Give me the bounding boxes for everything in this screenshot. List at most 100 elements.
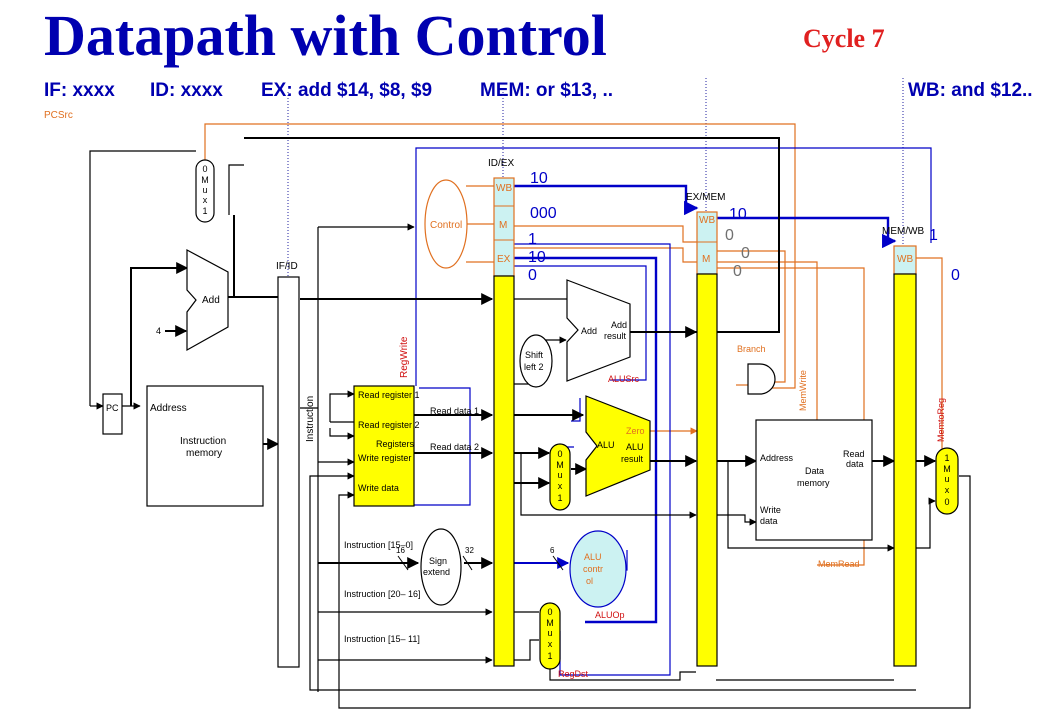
memtoreg-label: MemtoReg	[936, 398, 946, 442]
cycle-label: Cycle 7	[803, 24, 885, 53]
memread-wire	[716, 267, 865, 566]
control-unit	[424, 179, 468, 269]
control-wires	[204, 123, 943, 566]
read-data-2-label: Read data 2	[430, 442, 479, 452]
four-label: 4	[156, 326, 161, 336]
svg-text:1: 1	[202, 206, 207, 216]
alusrc-mux-letters: 0 M u x 1	[556, 449, 564, 503]
pcsrc-wire	[204, 123, 796, 389]
control-label: Control	[430, 220, 462, 231]
zero-label: Zero	[626, 426, 645, 436]
read-register-1-label: Read register 1	[358, 390, 420, 400]
exmem-m-value-c: 0	[733, 263, 742, 280]
memwb-wb-value: 1	[929, 227, 938, 244]
mem-read-data-label-a: Read	[843, 449, 865, 459]
svg-text:x: x	[203, 195, 208, 205]
datapath-wires	[89, 137, 971, 709]
pcsrc-label: PCSrc	[44, 110, 73, 121]
blue-wires	[414, 147, 932, 676]
registers-label: Registers	[376, 439, 415, 449]
alusrc-wire	[514, 265, 647, 381]
memwrite-label: MemWrite	[798, 370, 808, 411]
pc-box	[102, 393, 123, 435]
mem-write-data-label-b: data	[760, 516, 778, 526]
instr-15-11-label: Instruction [15– 11]	[344, 634, 420, 644]
sign-extend	[420, 528, 462, 606]
alu-result-label-b: result	[621, 454, 644, 464]
register-file	[353, 385, 415, 507]
memwb-label: MEM/WB	[882, 226, 925, 237]
sign-extend-label-b: extend	[423, 567, 450, 577]
pc-mux-letters: 0 M u x 1	[201, 164, 209, 216]
instruction-memory-label-2: memory	[186, 448, 222, 459]
exmem-branch-wire	[716, 250, 786, 383]
alusrc-mux	[549, 443, 571, 511]
memtoreg-mux-letters: 1 M u x 0	[943, 453, 951, 507]
regdst-mux-letters: 0 M u x 1	[546, 607, 554, 661]
alu-control-label-a: ALU	[584, 552, 602, 562]
svg-text:u: u	[944, 474, 949, 484]
stage-if: IF: xxxx	[44, 80, 115, 101]
sign-extend-label-a: Sign	[429, 556, 447, 566]
stage-markers	[287, 78, 904, 288]
memwb-register	[893, 273, 917, 667]
svg-text:M: M	[556, 460, 564, 470]
pc-adder-label: Add	[202, 295, 220, 306]
mem-write-data-label-a: Write	[760, 505, 781, 515]
exmem-label: EX/MEM	[686, 192, 725, 203]
pipeline-registers	[277, 177, 917, 668]
svg-text:1: 1	[547, 651, 552, 661]
stage-ex: EX: add $14, $8, $9	[261, 80, 433, 101]
regdst-label: RegDst	[558, 669, 589, 679]
alu-control	[569, 530, 627, 608]
instruction-vertical-label: Instruction	[305, 396, 316, 442]
memwrite-wire	[716, 261, 818, 420]
branch-adder-label: Add	[581, 326, 597, 336]
exmem-m-label: M	[702, 254, 710, 265]
memwb-wb-label: WB	[897, 254, 913, 265]
data-memory-address-label: Address	[760, 453, 794, 463]
svg-text:1: 1	[944, 453, 949, 463]
shift-left-2-label-b: left 2	[524, 362, 544, 372]
alu-label: ALU	[597, 440, 615, 450]
exmem-register	[696, 273, 718, 667]
svg-text:M: M	[943, 464, 951, 474]
ifid-register	[277, 276, 300, 668]
add-result-label-a: Add	[611, 320, 627, 330]
idex-ex-value-b: 10	[528, 249, 546, 266]
instr-20-16-label: Instruction [20– 16]	[344, 589, 421, 599]
svg-text:M: M	[201, 175, 209, 185]
branch-label: Branch	[737, 344, 766, 354]
memtoreg-wire	[916, 257, 943, 458]
svg-text:0: 0	[547, 607, 552, 617]
svg-text:0: 0	[944, 497, 949, 507]
idex-ex-value-a: 1	[528, 231, 537, 248]
idex-ex-value-c: 0	[528, 267, 537, 284]
memwb-out-value: 0	[951, 267, 960, 284]
six-label: 6	[550, 546, 555, 555]
aluop-wire	[514, 256, 658, 624]
svg-text:u: u	[547, 628, 552, 638]
read-data-1-label: Read data 1	[430, 406, 479, 416]
pc-label: PC	[106, 403, 119, 413]
page-title: Datapath with Control	[44, 3, 607, 68]
svg-text:x: x	[945, 485, 950, 495]
components	[102, 159, 959, 670]
idex-wb-label: WB	[496, 183, 512, 194]
instr-15-0-label: Instruction [15–0]	[344, 540, 413, 550]
svg-text:0: 0	[557, 449, 562, 459]
svg-text:1: 1	[557, 493, 562, 503]
alu-result-label-a: ALU	[626, 442, 644, 452]
instruction-memory	[146, 385, 264, 507]
svg-text:M: M	[546, 618, 554, 628]
sixteen-label: 16	[396, 546, 405, 555]
alu-control-label-b: contr	[583, 564, 603, 574]
exmem-wb-label: WB	[699, 215, 715, 226]
idex-label: ID/EX	[488, 158, 514, 169]
control-values: 10 000 1 10 0 10 0 0 0 1 0	[528, 170, 960, 284]
add-result-label-b: result	[604, 331, 627, 341]
memread-label: MemRead	[818, 559, 860, 569]
svg-text:0: 0	[202, 164, 207, 174]
data-memory	[755, 419, 873, 541]
